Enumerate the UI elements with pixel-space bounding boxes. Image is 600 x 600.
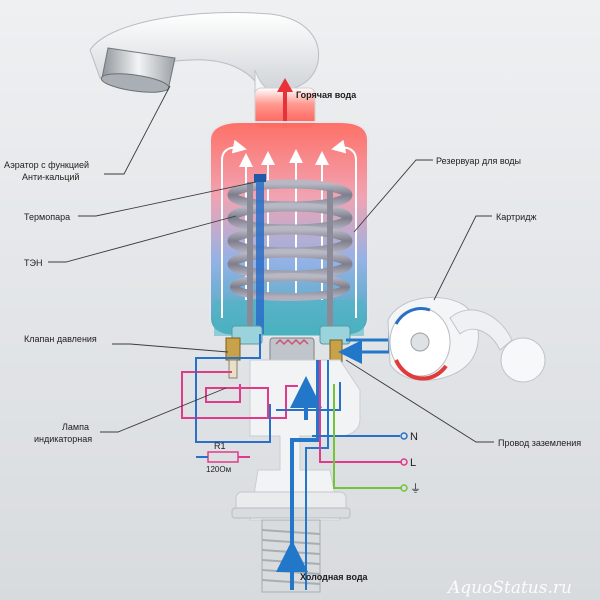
- ground-icon: ⏚: [410, 482, 421, 495]
- resistor-value: 120Ом: [206, 465, 231, 474]
- terminal-n-label: N: [410, 431, 418, 443]
- label-lamp-line2: индикаторная: [34, 434, 92, 444]
- label-thermocouple: Термопара: [24, 212, 70, 222]
- label-aerator-line1: Аэратор с функцией: [4, 160, 89, 170]
- terminal-l-label: L: [410, 457, 416, 469]
- label-lamp-line1: Лампа: [62, 422, 89, 432]
- label-heater: ТЭН: [24, 258, 42, 268]
- watermark: AquoStatus.ru: [446, 578, 572, 598]
- label-hot-water: Горячая вода: [296, 90, 357, 100]
- label-cartridge: Картридж: [496, 212, 536, 222]
- label-aerator-line2: Анти-кальций: [22, 172, 79, 182]
- label-cold-water: Холодная вода: [300, 572, 369, 582]
- resistor-name: R1: [214, 441, 226, 451]
- label-reservoir: Резервуар для воды: [436, 156, 521, 166]
- label-ground-wire: Провод заземления: [498, 438, 581, 448]
- inlet-fitting: [270, 338, 314, 362]
- label-pressure-valve: Клапан давления: [24, 334, 97, 344]
